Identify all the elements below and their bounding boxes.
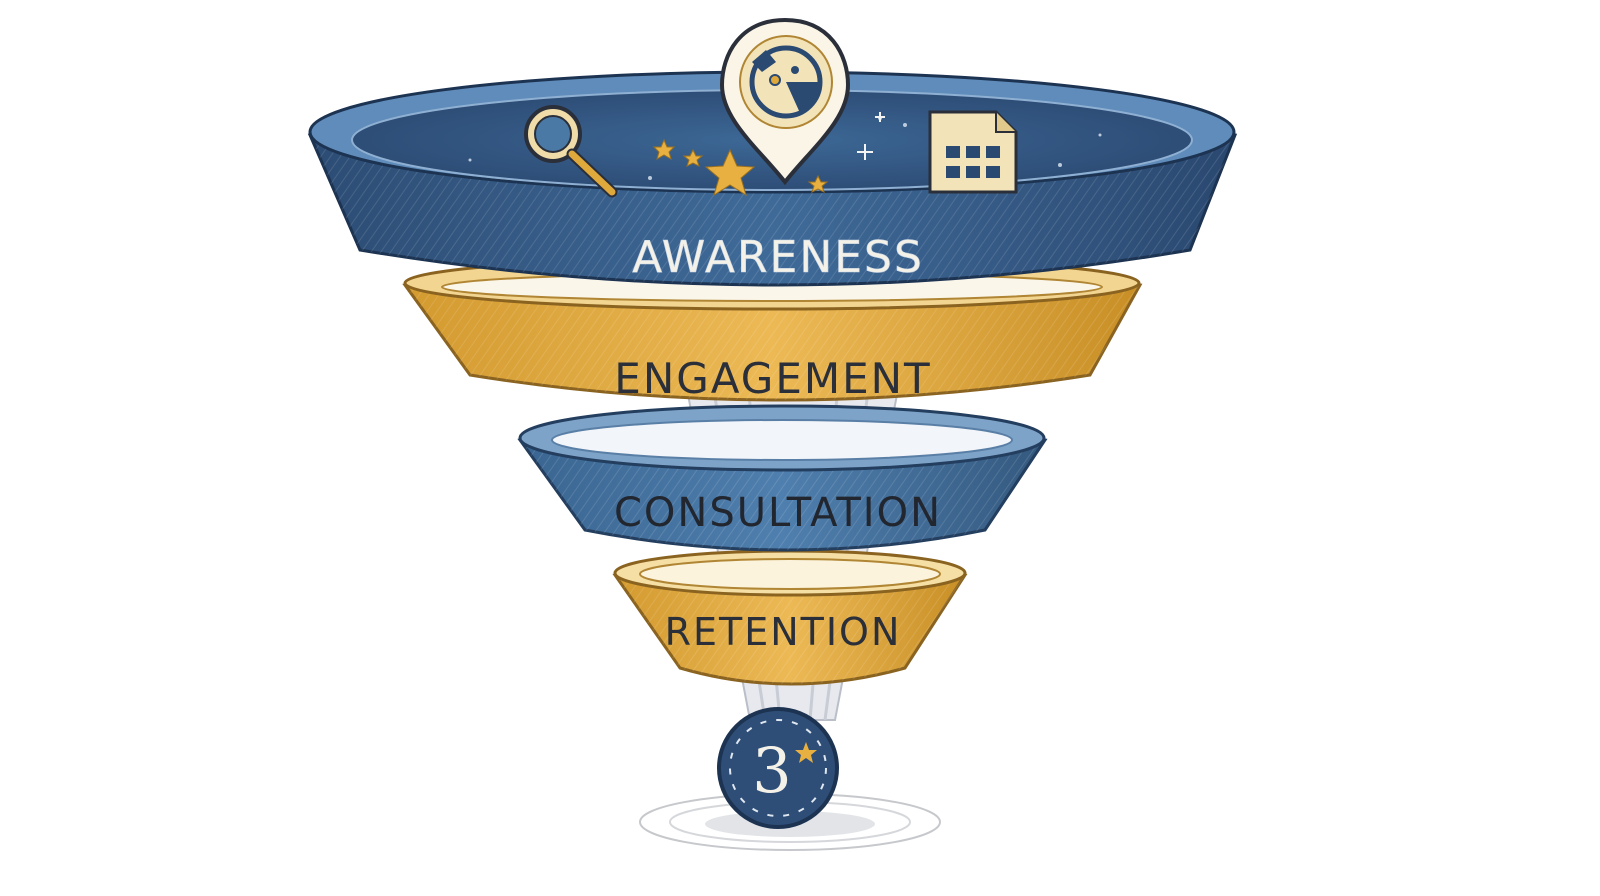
funnel-stage-engagement: ENGAGEMENT	[402, 255, 1143, 403]
sparkle-icon	[857, 112, 885, 160]
stage-label-engagement: ENGAGEMENT	[614, 354, 931, 403]
magnifier-icon	[524, 105, 618, 198]
document-grid-icon	[928, 110, 1018, 194]
funnel-stage-retention: RETENTION	[612, 549, 968, 686]
outlet-badge: 3	[717, 707, 839, 829]
stage-label-awareness: AWARENESS	[632, 232, 924, 283]
stage-label-consultation: CONSULTATION	[614, 490, 942, 536]
star-icon	[652, 138, 829, 197]
star-icon	[795, 742, 817, 763]
location-pin-chart-icon	[719, 17, 851, 186]
stage-label-retention: RETENTION	[665, 610, 902, 654]
funnel-stage-consultation: CONSULTATION	[517, 404, 1048, 552]
outlet-badge-number: 3	[752, 734, 791, 807]
